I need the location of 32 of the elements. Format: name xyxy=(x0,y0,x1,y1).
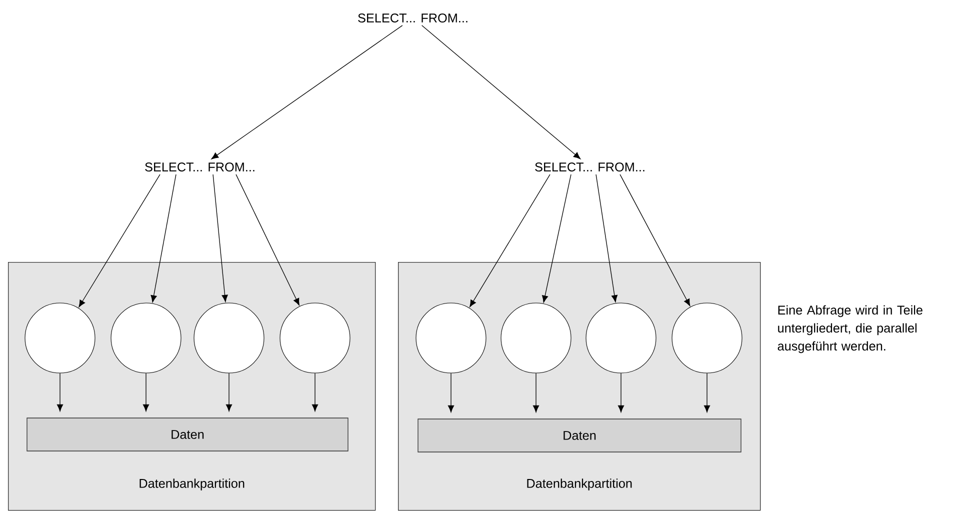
arrow xyxy=(542,174,572,303)
process-circle xyxy=(672,302,742,374)
arrow xyxy=(212,174,228,302)
arrow xyxy=(618,372,624,412)
arrow xyxy=(448,372,454,412)
data-bar: Daten xyxy=(418,418,742,452)
query-text: SELECT... FROM... xyxy=(145,162,254,172)
arrow xyxy=(211,25,403,160)
arrow xyxy=(704,372,710,412)
arrow xyxy=(78,174,160,308)
process-circle xyxy=(194,302,264,374)
arrow xyxy=(620,174,690,306)
arrow xyxy=(236,174,300,306)
arrow xyxy=(142,372,150,412)
arrow xyxy=(150,174,176,302)
query-text: SELECT... FROM... xyxy=(535,162,644,172)
arrow xyxy=(312,372,318,412)
query-text: SELECT... FROM... xyxy=(358,14,468,22)
process-circle xyxy=(24,302,96,374)
arrow xyxy=(421,25,581,160)
arrow xyxy=(532,372,540,412)
process-circle xyxy=(500,302,572,374)
note-text: Eine Abfrage wird in Teile untergliedert, die parallel ausgeführt werden. xyxy=(778,305,922,354)
data-bar: Daten xyxy=(26,418,348,452)
process-circle xyxy=(416,302,486,374)
arrow xyxy=(226,372,232,412)
process-circle xyxy=(586,302,656,374)
process-circle xyxy=(110,302,182,374)
arrow xyxy=(56,372,64,412)
process-circle xyxy=(280,302,350,374)
arrow xyxy=(470,174,550,308)
arrow xyxy=(596,174,618,302)
